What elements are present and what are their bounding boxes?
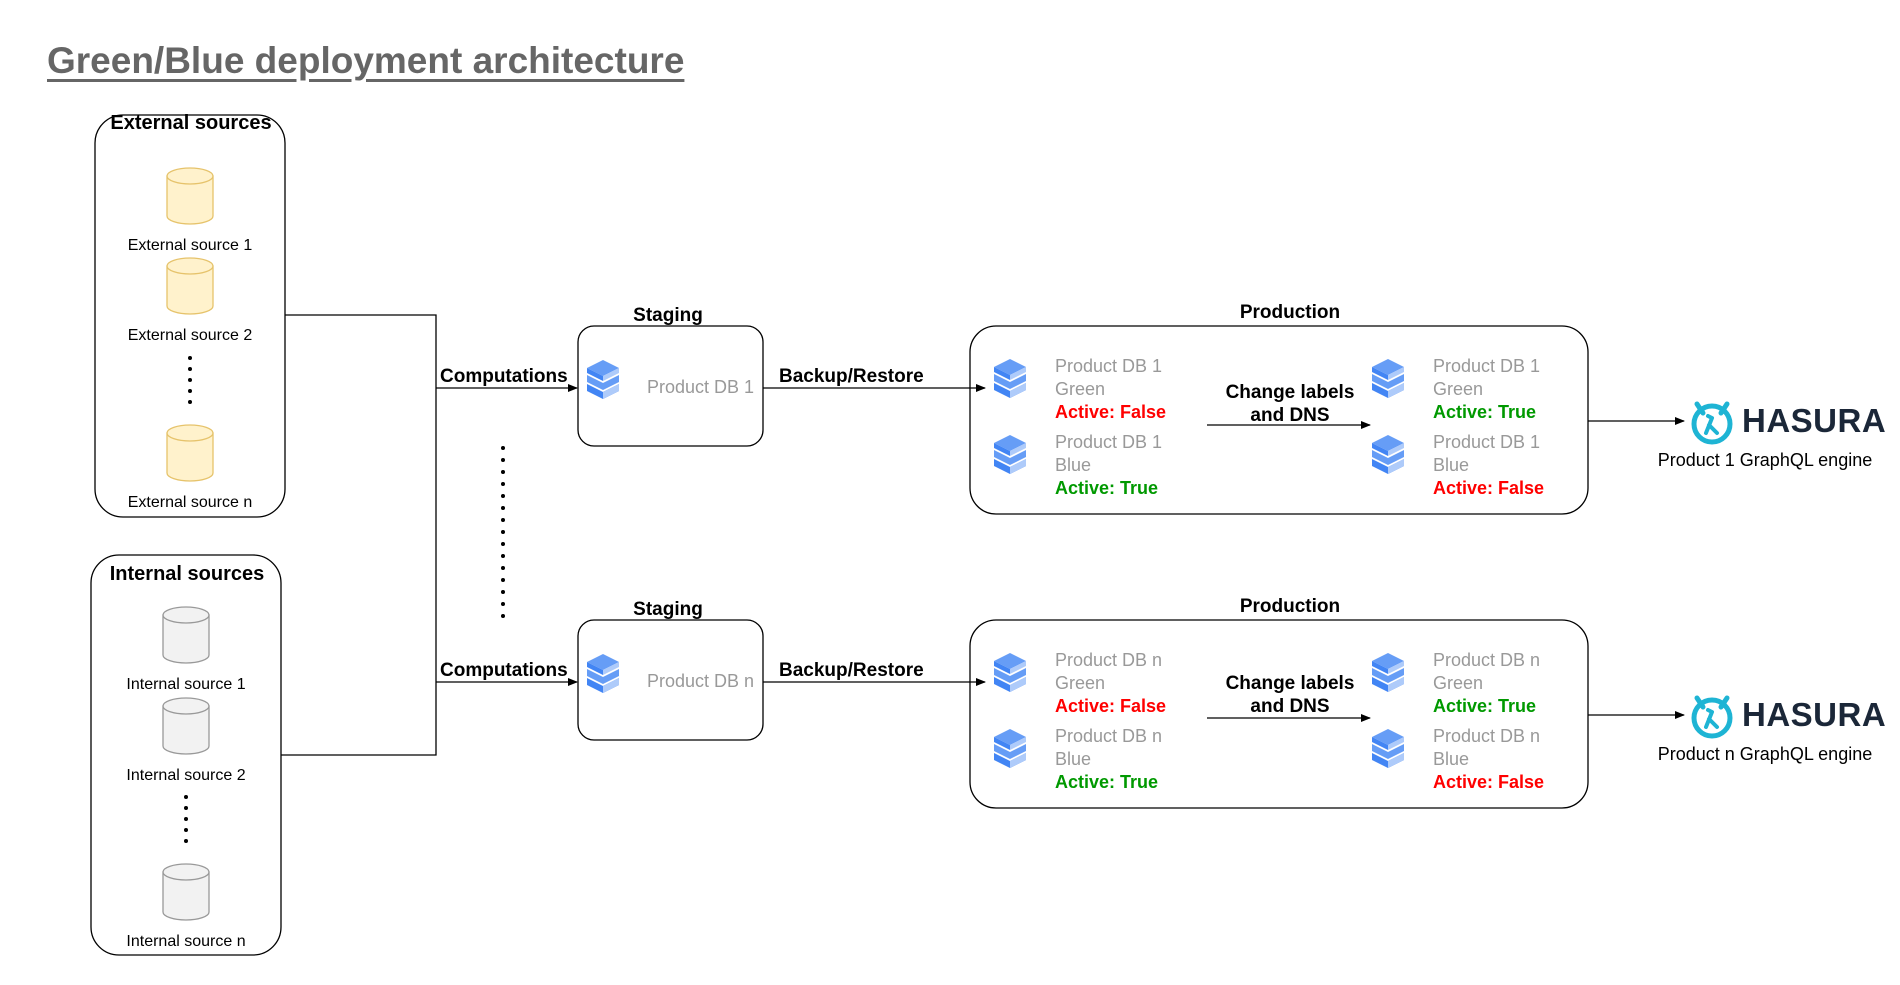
db-name: Product DB 1	[1055, 432, 1163, 452]
external-source-2-label: External source 2	[127, 327, 253, 344]
computations-label-2: Computations	[440, 660, 568, 681]
source-merge-connector	[281, 314, 437, 756]
internal-source-n-label: Internal source n	[126, 933, 246, 950]
production-box-2	[969, 619, 1589, 809]
change-label-line-2: and DNS	[1250, 696, 1330, 717]
db-name: Product DB n	[1055, 650, 1163, 670]
db-color: Blue	[1055, 749, 1092, 769]
db-entry-blue-before-1: Product DB 1 Blue Active: True	[1055, 431, 1162, 500]
external-source-2-cylinder	[166, 257, 214, 315]
change-label-line-2: and DNS	[1250, 405, 1330, 426]
db-entry-green-before-1: Product DB 1 Green Active: False	[1055, 355, 1166, 424]
internal-source-2-cylinder	[162, 697, 210, 755]
external-ellipsis-dots	[188, 356, 192, 404]
external-source-n-label: External source n	[127, 494, 253, 511]
internal-ellipsis-dots	[184, 795, 188, 843]
hasura-brand-text: HASURA	[1742, 402, 1887, 439]
db-color: Blue	[1433, 455, 1470, 475]
page-title: Green/Blue deployment architecture	[47, 40, 685, 81]
external-sources-title: External sources	[110, 112, 272, 134]
staging-db-label-2: Product DB n	[647, 671, 755, 691]
db-color: Green	[1055, 379, 1106, 399]
backup-restore-label-2: Backup/Restore	[779, 660, 924, 681]
db-color: Blue	[1055, 455, 1092, 475]
db-name: Product DB n	[1433, 650, 1541, 670]
db-name: Product DB n	[1433, 726, 1541, 746]
internal-source-2-label: Internal source 2	[126, 767, 246, 784]
hasura-brand-text: HASURA	[1742, 696, 1887, 733]
db-color: Green	[1433, 673, 1484, 693]
change-labels-dns-1: Change labels and DNS	[1195, 381, 1385, 427]
staging-db-icon-1	[587, 360, 619, 399]
db-active-status: Active: True	[1055, 478, 1159, 498]
db-entry-blue-before-2: Product DB n Blue Active: True	[1055, 725, 1162, 794]
db-entry-blue-after-2: Product DB n Blue Active: False	[1433, 725, 1544, 794]
staging-db-label-1: Product DB 1	[647, 377, 755, 397]
internal-sources-title: Internal sources	[109, 563, 265, 585]
external-source-n-cylinder	[166, 424, 214, 482]
staging-box-1	[577, 325, 764, 447]
db-color: Blue	[1433, 749, 1470, 769]
change-labels-dns-2: Change labels and DNS	[1195, 672, 1385, 718]
pipelines-ellipsis-dots	[501, 446, 505, 618]
db-icon-blue-before-2	[994, 729, 1026, 768]
staging-title-2: Staging	[633, 599, 703, 620]
db-icon-blue-after-2	[1372, 729, 1404, 768]
production-title-2: Production	[1239, 596, 1341, 617]
db-entry-green-before-2: Product DB n Green Active: False	[1055, 649, 1166, 718]
staging-box-2	[577, 619, 764, 741]
db-name: Product DB 1	[1433, 432, 1541, 452]
external-source-1-label: External source 1	[127, 237, 253, 254]
hasura-icon	[1691, 695, 1733, 739]
db-color: Green	[1055, 673, 1106, 693]
computations-label-1: Computations	[440, 366, 568, 387]
db-active-status: Active: True	[1055, 772, 1159, 792]
db-active-status: Active: True	[1433, 402, 1537, 422]
staging-db-icon-2	[587, 654, 619, 693]
backup-restore-label-1: Backup/Restore	[779, 366, 924, 387]
hasura-icon	[1691, 401, 1733, 445]
db-active-status: Active: False	[1433, 478, 1545, 498]
db-icon-green-before-1	[994, 359, 1026, 398]
production-box-1	[969, 325, 1589, 515]
engine-label-2: Product n GraphQL engine	[1657, 744, 1873, 764]
db-entry-blue-after-1: Product DB 1 Blue Active: False	[1433, 431, 1544, 500]
db-entry-green-after-2: Product DB n Green Active: True	[1433, 649, 1540, 718]
engine-label-1: Product 1 GraphQL engine	[1657, 450, 1873, 470]
staging-title-1: Staging	[633, 305, 703, 326]
db-active-status: Active: False	[1055, 402, 1167, 422]
db-icon-blue-after-1	[1372, 435, 1404, 474]
db-icon-blue-before-1	[994, 435, 1026, 474]
db-entry-green-after-1: Product DB 1 Green Active: True	[1433, 355, 1540, 424]
external-source-1-cylinder	[166, 167, 214, 225]
db-active-status: Active: False	[1433, 772, 1545, 792]
db-color: Green	[1433, 379, 1484, 399]
db-icon-green-before-2	[994, 653, 1026, 692]
db-active-status: Active: True	[1433, 696, 1537, 716]
db-name: Product DB n	[1055, 726, 1163, 746]
internal-source-n-cylinder	[162, 863, 210, 921]
external-sources-panel	[94, 114, 286, 518]
hasura-logo-2: HASURA	[1688, 692, 1886, 740]
change-label-line-1: Change labels	[1225, 673, 1355, 694]
db-active-status: Active: False	[1055, 696, 1167, 716]
change-label-line-1: Change labels	[1225, 382, 1355, 403]
hasura-logo-1: HASURA	[1688, 398, 1886, 446]
production-title-1: Production	[1239, 302, 1341, 323]
internal-source-1-label: Internal source 1	[126, 676, 246, 693]
internal-source-1-cylinder	[162, 606, 210, 664]
db-name: Product DB 1	[1433, 356, 1541, 376]
db-name: Product DB 1	[1055, 356, 1163, 376]
